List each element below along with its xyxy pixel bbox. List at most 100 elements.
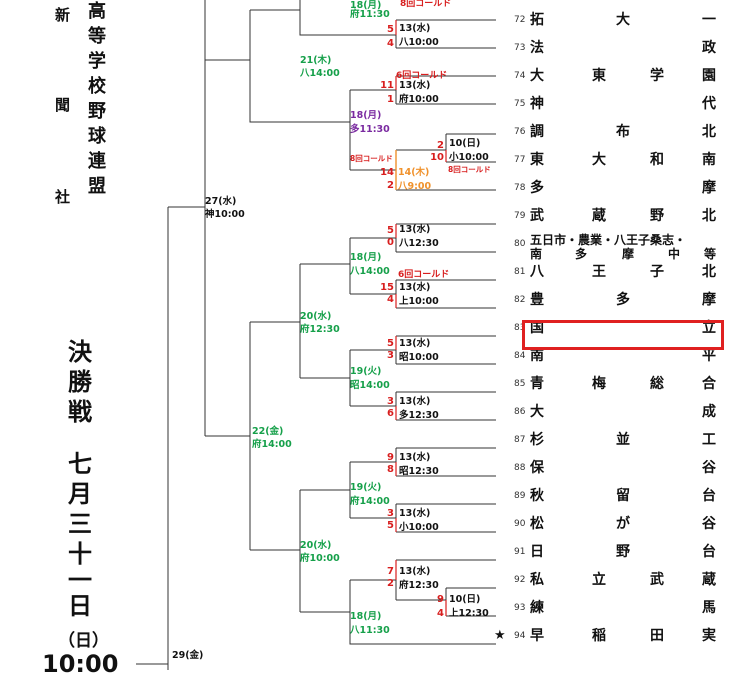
round-22-time: 府14:00 xyxy=(252,439,292,450)
org-char: 高 xyxy=(88,1,106,22)
org-char: 新 xyxy=(55,6,71,24)
team-row: 東大和南 xyxy=(530,150,720,170)
team-row: 武蔵野北 xyxy=(530,206,720,226)
team-name-char: 並 xyxy=(616,432,630,448)
team-name-char: 蔵 xyxy=(702,572,716,588)
team-name-char: 成 xyxy=(702,404,716,420)
highlight-box xyxy=(522,320,724,350)
match-91-time: 府12:30 xyxy=(399,580,439,591)
score: 4 xyxy=(387,294,394,305)
team-row: 早稲田実 xyxy=(530,626,720,646)
round-22-day: 22(金) xyxy=(252,426,284,437)
final-date-char: 一 xyxy=(68,566,92,594)
round-29-day: 29(金) xyxy=(172,650,204,661)
team-number: 72 xyxy=(514,15,526,25)
team-name-char: 代 xyxy=(702,96,716,112)
team-name-char: 園 xyxy=(702,68,716,84)
match-92-time: 上12:30 xyxy=(449,608,489,619)
team-row: 練馬 xyxy=(530,598,720,618)
team-name-char: 平 xyxy=(702,348,716,364)
team-name-char: が xyxy=(616,516,630,532)
match-83-time: 昭10:00 xyxy=(399,352,439,363)
org-char: 盟 xyxy=(88,176,106,197)
team-row: 大東学園 xyxy=(530,66,720,86)
round-20a-day: 20(水) xyxy=(300,311,332,322)
team-name-char: 蔵 xyxy=(592,208,606,224)
team-row: 多摩 xyxy=(530,178,720,198)
team-name-char: 合 xyxy=(702,376,716,392)
team-name-char: 日 xyxy=(530,544,544,560)
round-27-day: 27(水) xyxy=(205,196,237,207)
team-row: 私立武蔵 xyxy=(530,570,720,590)
team-row: 神代 xyxy=(530,94,720,114)
team-name-char: 法 xyxy=(530,40,544,56)
team-name-char: 武 xyxy=(650,572,664,588)
team-name-char: 稲 xyxy=(592,628,606,644)
team-name-char: 早 xyxy=(530,628,544,644)
score: 5 xyxy=(387,24,394,35)
team-row: 調布北 xyxy=(530,122,720,142)
round-21-day: 21(木) xyxy=(300,55,332,66)
team-name-char: 練 xyxy=(530,600,544,616)
match-81-time: 上10:00 xyxy=(399,296,439,307)
team-number: 94 xyxy=(514,631,526,641)
score: 14 xyxy=(380,167,394,178)
team-row: 大成 xyxy=(530,402,720,422)
round-19b-day: 19(火) xyxy=(350,482,382,493)
match-83-day: 13(水) xyxy=(399,338,431,349)
team-name-char: 中 xyxy=(668,247,681,261)
score: 3 xyxy=(387,508,394,519)
team-name-char: 大 xyxy=(530,404,544,420)
team-name-char: 杉 xyxy=(530,432,544,448)
team-name-char: 東 xyxy=(530,152,544,168)
match-81-day: 13(水) xyxy=(399,282,431,293)
score: 4 xyxy=(387,38,394,49)
team-number: 88 xyxy=(514,463,526,473)
team-name-char: 秋 xyxy=(530,488,544,504)
match-89-time: 小10:00 xyxy=(399,522,439,533)
round-18top-time: 府11:30 xyxy=(350,9,390,20)
team-row: 八王子北 xyxy=(530,262,720,282)
match-76-day: 10(日) xyxy=(449,138,481,149)
round-19a-time: 昭14:00 xyxy=(350,380,390,391)
match-77-note: 8回コールド xyxy=(350,154,393,163)
round-19a-day: 19(火) xyxy=(350,366,382,377)
round-18a-day: 18(月) xyxy=(350,110,382,121)
team-name-char: 青 xyxy=(530,376,544,392)
team-name-char: 学 xyxy=(650,68,664,84)
team-name-char: 多 xyxy=(616,292,630,308)
team-number: 84 xyxy=(514,351,526,361)
team-name-char: 保 xyxy=(530,460,544,476)
team-name-char: 谷 xyxy=(702,460,716,476)
score: 8 xyxy=(387,464,394,475)
round-18c-day: 18(月) xyxy=(350,611,382,622)
team-name-char: 東 xyxy=(592,68,606,84)
team-name-char: 多 xyxy=(530,180,544,196)
team-name-char: 北 xyxy=(702,208,716,224)
round-18b-time: 八14:00 xyxy=(350,266,390,277)
team-number: 89 xyxy=(514,491,526,501)
match-91-day: 13(水) xyxy=(399,566,431,577)
final-date-char: 十 xyxy=(68,540,92,568)
team-name-char: 王 xyxy=(592,264,606,280)
match-79-day: 13(水) xyxy=(399,224,431,235)
score: 10 xyxy=(430,152,444,163)
team-name-char: 多 xyxy=(575,247,588,261)
team-name-char: 北 xyxy=(702,124,716,140)
team-number: 73 xyxy=(514,43,526,53)
team-row: 日野台 xyxy=(530,542,720,562)
team-name-char: 調 xyxy=(530,124,544,140)
team-number: 77 xyxy=(514,155,526,165)
round-14-day: 14(木) xyxy=(398,167,430,178)
match-87-time: 昭12:30 xyxy=(399,466,439,477)
final-date-char: 七 xyxy=(68,450,92,478)
team-name-char: 和 xyxy=(650,152,664,168)
match-89-day: 13(水) xyxy=(399,508,431,519)
team-row: 杉並工 xyxy=(530,430,720,450)
score: 7 xyxy=(387,566,394,577)
team-name-char: 北 xyxy=(702,264,716,280)
team-number: 74 xyxy=(514,71,526,81)
team-row: 南平 xyxy=(530,346,720,366)
team-name-char: 大 xyxy=(616,12,630,28)
team-row: 豊多摩 xyxy=(530,290,720,310)
